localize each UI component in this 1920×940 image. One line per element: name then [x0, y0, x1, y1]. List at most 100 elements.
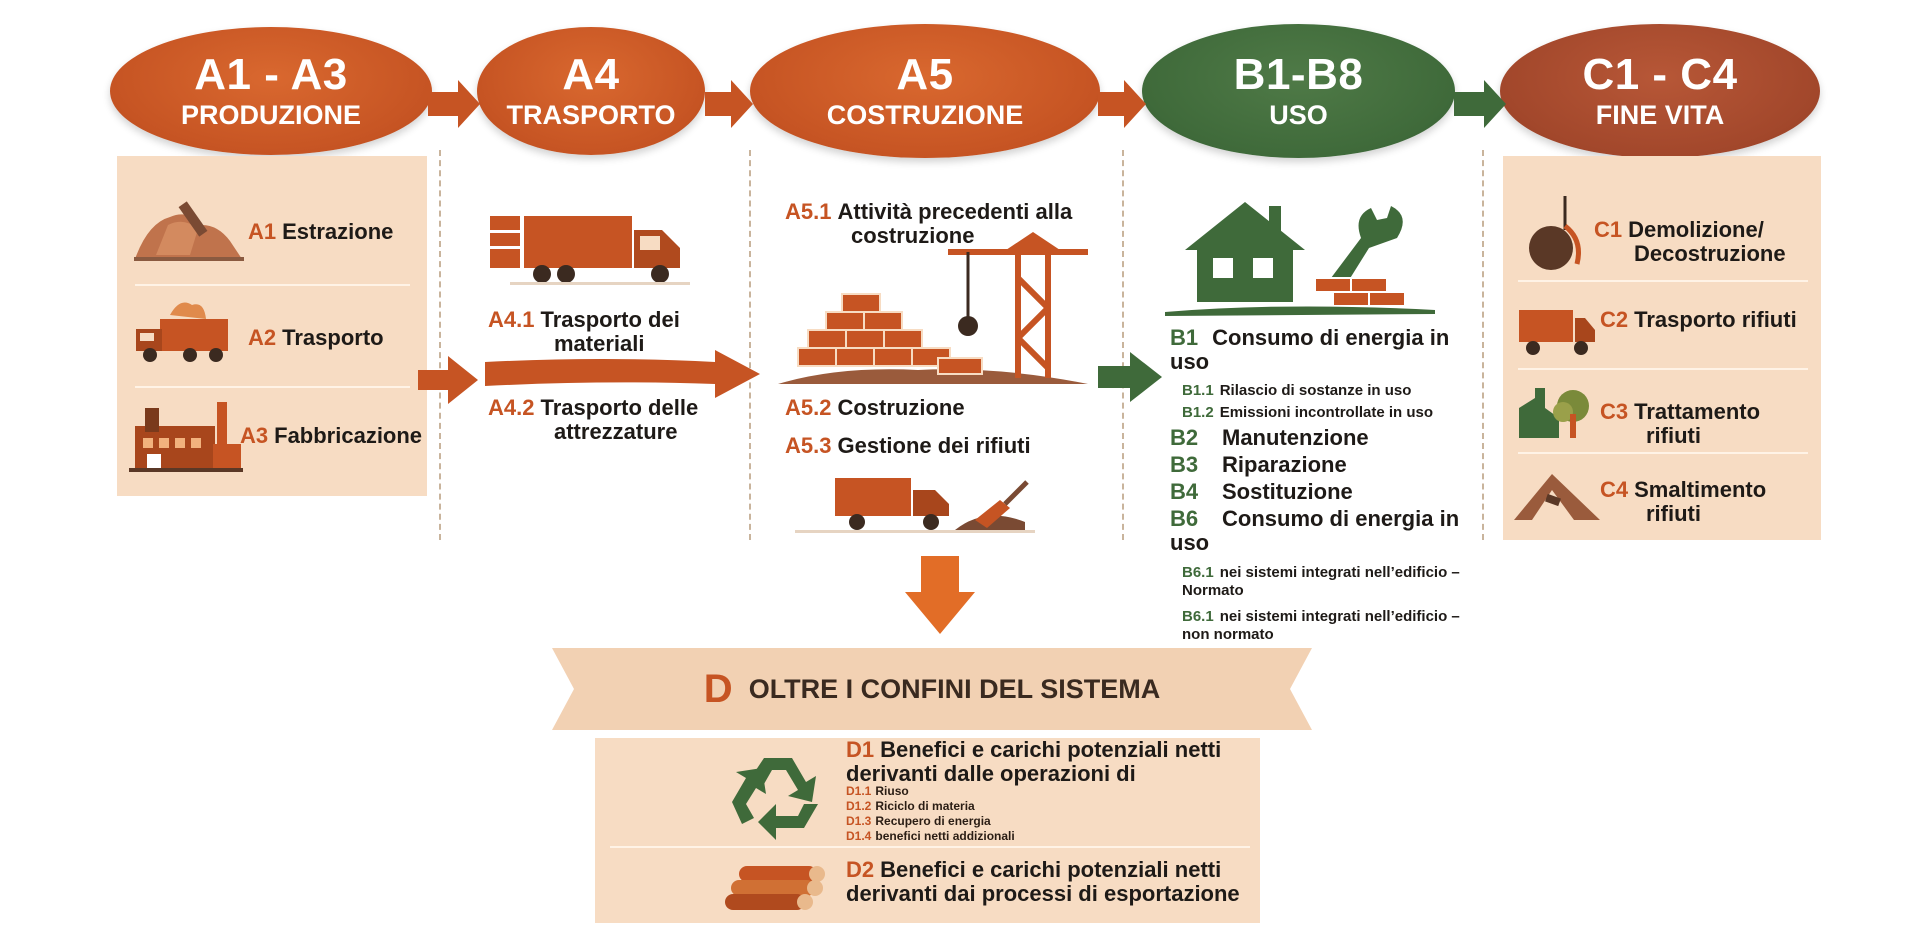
- item-code: A2: [248, 325, 277, 350]
- item-code: B4: [1170, 479, 1199, 504]
- long-arrow-icon: [485, 350, 760, 398]
- item-label-line2: rifiuti: [1646, 501, 1701, 526]
- item-code: D1: [846, 737, 875, 762]
- arrow-right-icon: [1098, 80, 1146, 128]
- divider: [1518, 452, 1808, 454]
- item-code: A4.2: [488, 395, 535, 420]
- stage-use: B1-B8 USO: [1142, 24, 1455, 158]
- item-label: Fabbricazione: [274, 423, 423, 448]
- stage-code: C1 - C4: [1582, 50, 1738, 99]
- item-code: B2: [1170, 425, 1199, 450]
- item-label: Estrazione: [282, 219, 394, 244]
- landfill-icon: [1514, 474, 1600, 520]
- item-label-line2: rifiuti: [1646, 423, 1701, 448]
- item-code: C3: [1600, 399, 1629, 424]
- waste-truck-icon: [795, 478, 1035, 533]
- divider: [135, 284, 410, 286]
- item-code: A5.3: [785, 433, 832, 458]
- item-label: Rilascio di sostanze in uso: [1219, 382, 1412, 399]
- item-label: Benefici e carichi potenziali netti: [880, 857, 1222, 882]
- stage-code: A4: [562, 50, 620, 99]
- item-code: A5.2: [785, 395, 832, 420]
- item-code: A4.1: [488, 307, 535, 332]
- item-label: Benefici e carichi potenziali netti: [880, 737, 1222, 762]
- item-label: Smaltimento: [1634, 477, 1767, 502]
- item-code: D1.3: [846, 814, 872, 828]
- separator-line: [1122, 150, 1124, 540]
- divider: [610, 846, 1250, 848]
- beyond-title: D OLTRE I CONFINI DEL SISTEMA: [552, 648, 1312, 730]
- item-label: Trasporto rifiuti: [1634, 307, 1797, 332]
- item-code: A3: [240, 423, 269, 448]
- item-label: nei sistemi integrati nell’edificio –: [1219, 564, 1460, 581]
- end-of-life-panel: [1503, 156, 1821, 540]
- item-label: Trattamento: [1634, 399, 1761, 424]
- item-label: Trasporto dei: [540, 307, 680, 332]
- item-label: Attività precedenti alla: [837, 199, 1073, 224]
- item-label: Demolizione/: [1628, 217, 1764, 242]
- waste-transport-truck-icon: [1519, 310, 1595, 355]
- item-code: B6.1: [1182, 608, 1214, 625]
- item-code: B6: [1170, 506, 1199, 531]
- item-label-line2: uso: [1170, 530, 1210, 555]
- item-label-line2: derivanti dai processi di esportazione: [846, 881, 1240, 906]
- item-label-line2: Normato: [1182, 582, 1244, 599]
- item-code: C4: [1600, 477, 1629, 502]
- beyond-panel: [595, 738, 1260, 923]
- recycle-icon: [732, 758, 818, 840]
- arrow-right-icon: [418, 356, 478, 404]
- arrow-down-icon: [905, 556, 975, 634]
- item-code: B1: [1170, 325, 1199, 350]
- divider: [135, 386, 410, 388]
- truck-icon: [136, 302, 228, 362]
- stage-code: B1-B8: [1233, 50, 1364, 99]
- item-code: C1: [1594, 217, 1623, 242]
- transport-truck-icon: [490, 216, 690, 285]
- stage-end-of-life: C1 - C4 FINE VITA: [1500, 24, 1820, 158]
- item-label-line2: costruzione: [851, 223, 975, 248]
- item-label: benefici netti addizionali: [875, 829, 1015, 843]
- arrow-right-icon: [428, 80, 480, 128]
- arrow-right-icon: [705, 80, 753, 128]
- stage-transport: A4 TRASPORTO: [477, 27, 705, 155]
- beyond-title-text: OLTRE I CONFINI DEL SISTEMA: [748, 673, 1161, 704]
- item-code: A1: [248, 219, 277, 244]
- item-code: B3: [1170, 452, 1199, 477]
- item-label: Trasporto: [282, 325, 384, 350]
- item-label-line2: Decostruzione: [1634, 241, 1786, 266]
- item-code: C2: [1600, 307, 1629, 332]
- item-label: Emissioni incontrollate in uso: [1219, 404, 1434, 421]
- stage-construction: A5 COSTRUZIONE: [750, 24, 1100, 158]
- stage-name: COSTRUZIONE: [826, 100, 1024, 130]
- separator-line: [749, 150, 751, 540]
- item-label-line2: attrezzature: [554, 419, 678, 444]
- item-label: Manutenzione: [1222, 425, 1369, 450]
- stage-name: TRASPORTO: [506, 100, 676, 130]
- use-item-b2: B2 Manutenzione: [1170, 426, 1369, 450]
- item-code: B1.1: [1182, 382, 1214, 399]
- separator-line: [439, 150, 441, 540]
- waste-treatment-icon: [1519, 388, 1589, 438]
- item-label: Riciclo di materia: [875, 799, 975, 813]
